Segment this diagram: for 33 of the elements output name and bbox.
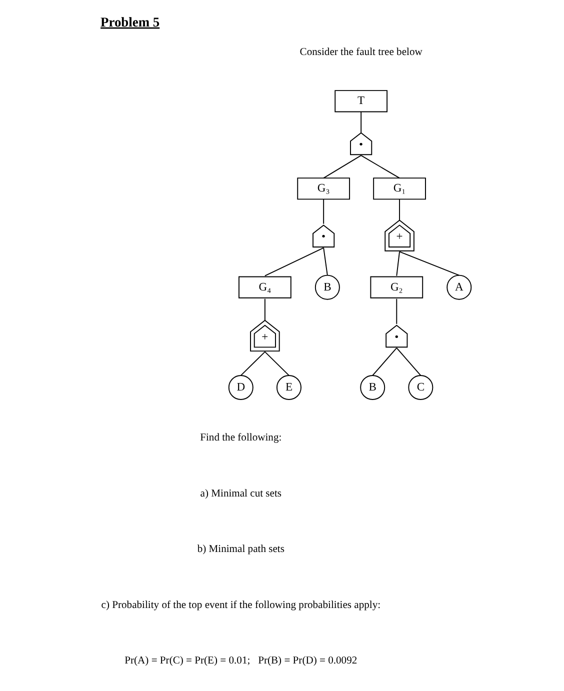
node-circle: E (276, 374, 302, 400)
connector (264, 247, 324, 276)
label: a) Minimal cut sets (200, 488, 282, 500)
label: b) Minimal path sets (197, 544, 284, 556)
connector (264, 298, 266, 321)
node-circle: C (408, 374, 434, 400)
label: Pr(A) = Pr(C) = Pr(E) = 0.01; Pr(B) = Pr(D) = 0.0092 (124, 656, 358, 667)
node-box: G₃ (297, 178, 350, 200)
connector (264, 351, 290, 376)
label: Consider the fault tree below (300, 46, 422, 58)
node-circle: B (314, 274, 340, 300)
node-circle: A (446, 274, 472, 300)
connector (323, 247, 328, 276)
connector (323, 154, 362, 179)
node-circle: D (228, 374, 254, 400)
node-box: T (334, 90, 388, 112)
connector (396, 251, 400, 276)
connector (399, 251, 460, 276)
connector (360, 154, 400, 179)
connector (240, 351, 266, 376)
connector (360, 111, 362, 134)
node-circle: B (360, 374, 386, 400)
label: Find the following: (200, 432, 282, 444)
node-box: G₄ (238, 276, 292, 298)
diagram-title: Problem 5 (100, 14, 160, 30)
node-box: G₁ (373, 178, 426, 200)
node-box: G₂ (370, 276, 424, 298)
connector (399, 198, 400, 221)
connector (323, 198, 324, 224)
connector (396, 298, 398, 324)
connector (396, 348, 422, 376)
label: c) Probability of the top event if the following probabilities apply: (101, 600, 381, 611)
connector (372, 348, 398, 376)
